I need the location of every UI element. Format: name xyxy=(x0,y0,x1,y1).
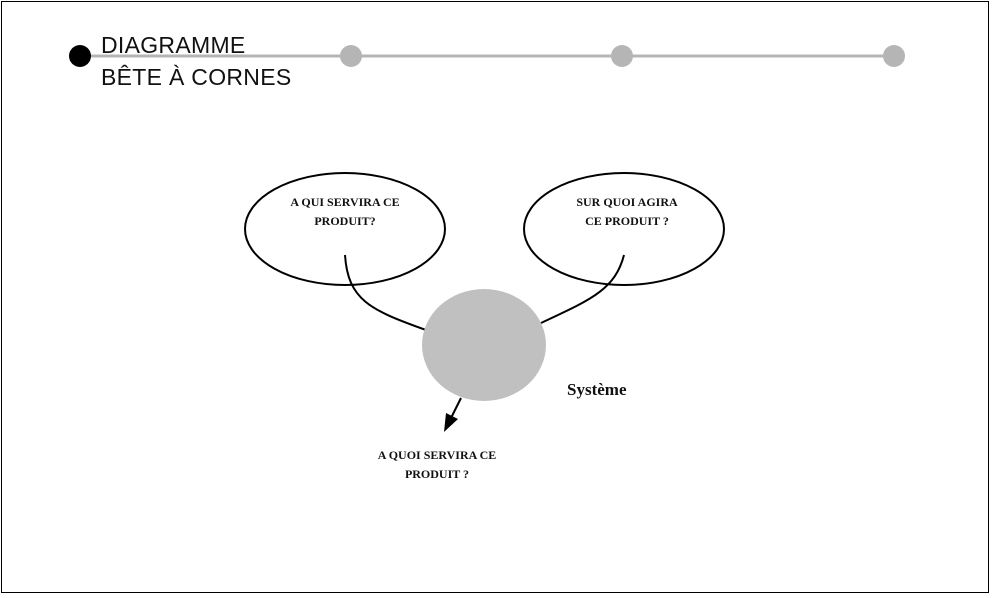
progress-step-4[interactable] xyxy=(883,45,905,67)
left-horn-curve xyxy=(344,254,427,331)
bottom-label-line-2: PRODUIT ? xyxy=(404,467,470,481)
function-arrow-line xyxy=(450,397,462,419)
left-bubble xyxy=(244,172,446,286)
right-horn-curve xyxy=(540,254,625,324)
page-title: DIAGRAMME BÊTE À CORNES xyxy=(101,29,292,93)
progress-step-1-active[interactable] xyxy=(69,45,91,67)
left-bubble-line-2: PRODUIT? xyxy=(314,214,376,228)
bottom-function-label: A QUOI SERVIRA CE PRODUIT ? xyxy=(337,446,537,484)
function-arrowhead xyxy=(444,413,458,432)
title-line-2: BÊTE À CORNES xyxy=(101,64,292,90)
left-bubble-label: A QUI SERVIRA CE PRODUIT? xyxy=(245,193,445,231)
left-bubble-line-1: A QUI SERVIRA CE xyxy=(290,195,400,209)
right-bubble-line-2: CE PRODUIT ? xyxy=(585,214,669,228)
right-bubble-line-1: SUR QUOI AGIRA xyxy=(576,195,678,209)
right-bubble xyxy=(523,172,725,286)
title-line-1: DIAGRAMME xyxy=(101,32,246,58)
progress-step-2[interactable] xyxy=(340,45,362,67)
system-circle xyxy=(422,289,546,401)
progress-step-3[interactable] xyxy=(611,45,633,67)
system-label: Système xyxy=(567,380,627,399)
bottom-label-line-1: A QUOI SERVIRA CE xyxy=(377,448,497,462)
right-bubble-label: SUR QUOI AGIRA CE PRODUIT ? xyxy=(527,193,727,231)
